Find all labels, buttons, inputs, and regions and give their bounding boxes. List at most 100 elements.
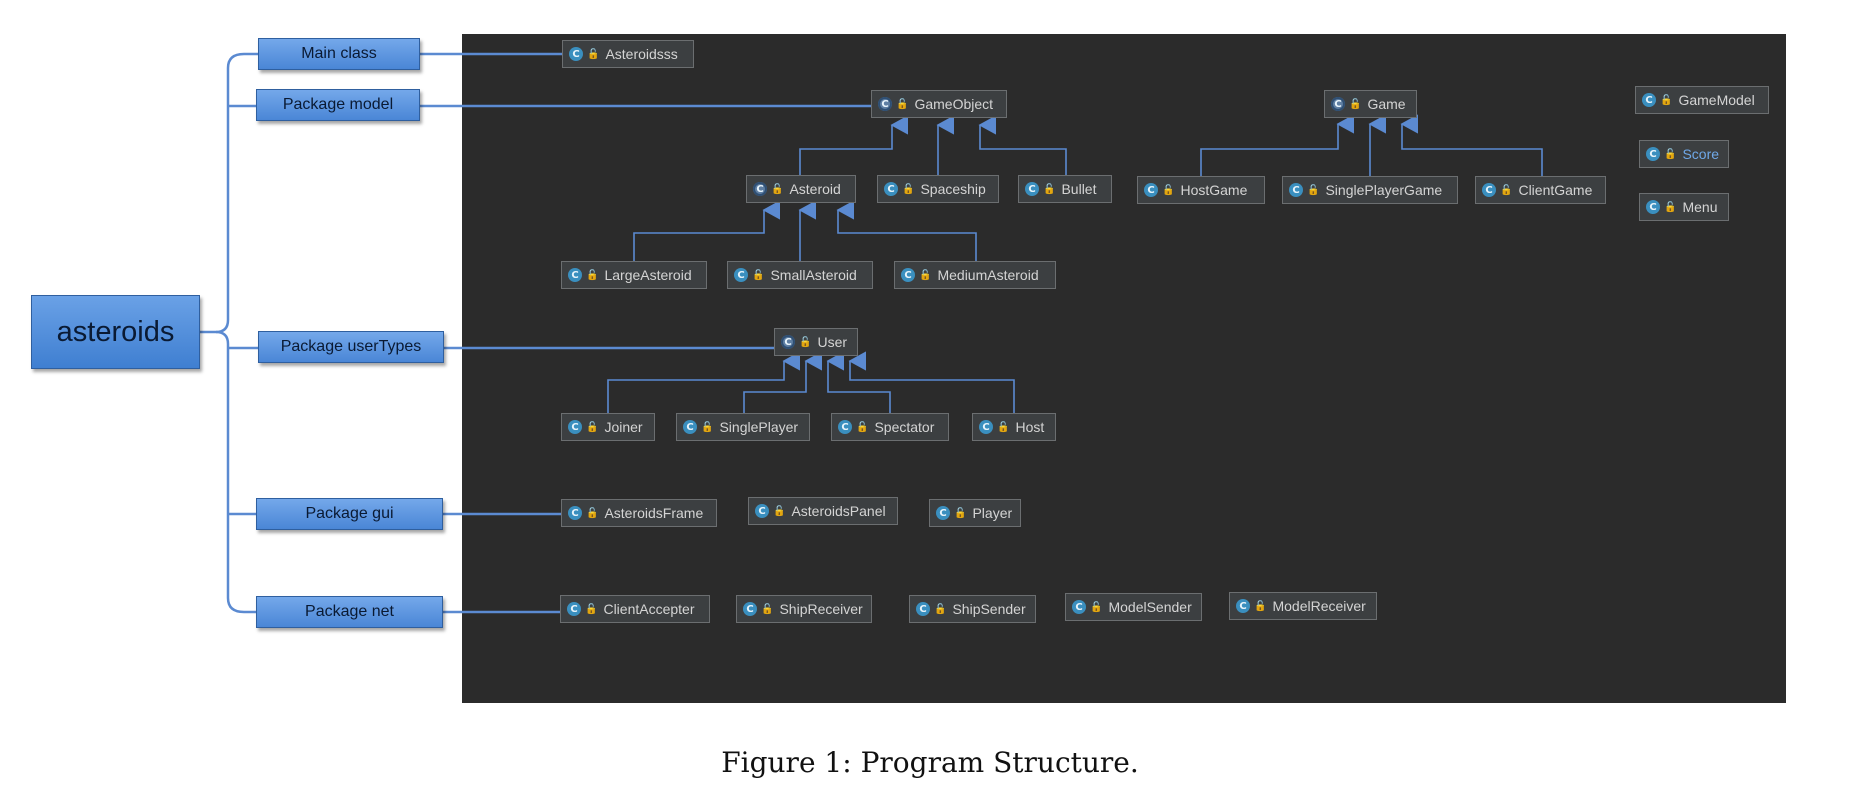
class-icon: C [1289, 183, 1303, 197]
class-name: SmallAsteroid [770, 267, 857, 283]
class-icon: C [743, 602, 757, 616]
class-icon: C [1072, 600, 1086, 614]
class-node-modelreceiver: C🔓ModelReceiver [1229, 592, 1377, 620]
class-icon: C [567, 602, 581, 616]
root-bracket-lower [215, 330, 258, 614]
class-node-largeasteroid: C🔓LargeAsteroid [561, 261, 707, 289]
class-node-asteroid: C🔓Asteroid [746, 175, 856, 203]
class-icon: C [916, 602, 930, 616]
class-name: MediumAsteroid [937, 267, 1039, 283]
package-model-box: Package model [256, 89, 420, 121]
class-name: Joiner [604, 419, 643, 435]
class-node-modelsender: C🔓ModelSender [1065, 593, 1202, 621]
class-icon: C [568, 268, 582, 282]
class-name: LargeAsteroid [604, 267, 692, 283]
root-package-label: asteroids [56, 315, 175, 348]
class-name: Spectator [874, 419, 935, 435]
unlock-icon: 🔓 [586, 507, 599, 519]
class-node-singleplayergame: C 🔓 SinglePlayerGame [1282, 176, 1458, 204]
root-bracket [200, 52, 258, 334]
class-node-user: C🔓User [774, 328, 858, 356]
class-icon: C [568, 506, 582, 520]
class-node-bullet: C🔓Bullet [1018, 175, 1112, 203]
package-net-label: Package net [305, 603, 394, 620]
unlock-icon: 🔓 [997, 421, 1010, 433]
unlock-icon: 🔓 [919, 269, 932, 281]
class-node-hostgame: C🔓HostGame [1137, 176, 1265, 204]
class-name: SinglePlayerGame [1325, 182, 1443, 198]
class-name: Asteroidsss [605, 46, 678, 62]
class-node-clientgame: C 🔓 ClientGame [1475, 176, 1606, 204]
class-icon: C [1646, 200, 1660, 214]
class-icon: C [683, 420, 697, 434]
class-name: GameModel [1678, 92, 1755, 108]
unlock-icon: 🔓 [1349, 98, 1362, 110]
class-node-clientaccepter: C🔓ClientAccepter [560, 595, 710, 623]
class-name: Bullet [1061, 181, 1097, 197]
class-name: SinglePlayer [719, 419, 799, 435]
class-icon: C [901, 268, 915, 282]
package-main-box: Main class [258, 38, 420, 70]
class-name: ClientGame [1518, 182, 1593, 198]
class-node-joiner: C 🔓 Joiner [561, 413, 655, 441]
root-package-box: asteroids [31, 295, 200, 369]
class-name: GameObject [914, 96, 994, 112]
class-node-game: C🔓Game [1324, 90, 1417, 118]
abstract-class-icon: C [878, 97, 892, 111]
class-icon: C [979, 420, 993, 434]
class-name: Player [972, 505, 1013, 521]
unlock-icon: 🔓 [896, 98, 909, 110]
unlock-icon: 🔓 [1162, 184, 1175, 196]
class-node-asteroidspanel: C🔓AsteroidsPanel [748, 497, 898, 525]
class-icon: C [1482, 183, 1496, 197]
class-node-smallasteroid: C🔓SmallAsteroid [727, 261, 873, 289]
class-icon: C [1646, 147, 1660, 161]
unlock-icon: 🔓 [856, 421, 869, 433]
package-usertypes-box: Package userTypes [258, 331, 444, 363]
abstract-class-icon: C [781, 335, 795, 349]
class-node-asteroidsframe: C🔓AsteroidsFrame [561, 499, 717, 527]
figure-caption: Figure 1: Program Structure. [721, 746, 1139, 779]
unlock-icon: 🔓 [586, 421, 599, 433]
unlock-icon: 🔓 [1090, 601, 1103, 613]
class-icon: C [936, 506, 950, 520]
abstract-class-icon: C [753, 182, 767, 196]
class-node-singleplayer: C🔓SinglePlayer [676, 413, 810, 441]
class-icon: C [1642, 93, 1656, 107]
package-gui-box: Package gui [256, 498, 443, 530]
class-node-mediumasteroid: C 🔓 MediumAsteroid [894, 261, 1056, 289]
unlock-icon: 🔓 [1307, 184, 1320, 196]
unlock-icon: 🔓 [773, 505, 786, 517]
class-name: ModelReceiver [1272, 598, 1366, 614]
unlock-icon: 🔓 [752, 269, 765, 281]
unlock-icon: 🔓 [954, 507, 967, 519]
class-name: Asteroid [789, 181, 841, 197]
class-node-menu: C 🔓 Menu [1639, 193, 1729, 221]
class-icon: C [838, 420, 852, 434]
unlock-icon: 🔓 [1660, 94, 1673, 106]
package-main-label: Main class [301, 45, 377, 62]
unlock-icon: 🔓 [1254, 600, 1267, 612]
class-icon: C [1144, 183, 1158, 197]
package-net-box: Package net [256, 596, 443, 628]
class-node-gameobject: C 🔓 GameObject [871, 90, 1007, 118]
class-icon: C [1025, 182, 1039, 196]
unlock-icon: 🔓 [585, 603, 598, 615]
unlock-icon: 🔓 [1664, 148, 1677, 160]
class-name: User [817, 334, 848, 350]
unlock-icon: 🔓 [587, 48, 600, 60]
unlock-icon: 🔓 [1664, 201, 1677, 213]
unlock-icon: 🔓 [934, 603, 947, 615]
class-node-spectator: C 🔓 Spectator [831, 413, 949, 441]
class-node-host: C🔓Host [972, 413, 1056, 441]
class-icon: C [568, 420, 582, 434]
unlock-icon: 🔓 [1500, 184, 1513, 196]
unlock-icon: 🔓 [761, 603, 774, 615]
class-node-score: C🔓Score [1639, 140, 1729, 168]
package-model-label: Package model [282, 96, 394, 113]
class-name: Game [1367, 96, 1406, 112]
class-node-asteroidsss: C🔓Asteroidsss [562, 40, 694, 68]
class-name: Menu [1682, 199, 1718, 215]
unlock-icon: 🔓 [902, 183, 915, 195]
class-node-shipsender: C🔓ShipSender [909, 595, 1036, 623]
